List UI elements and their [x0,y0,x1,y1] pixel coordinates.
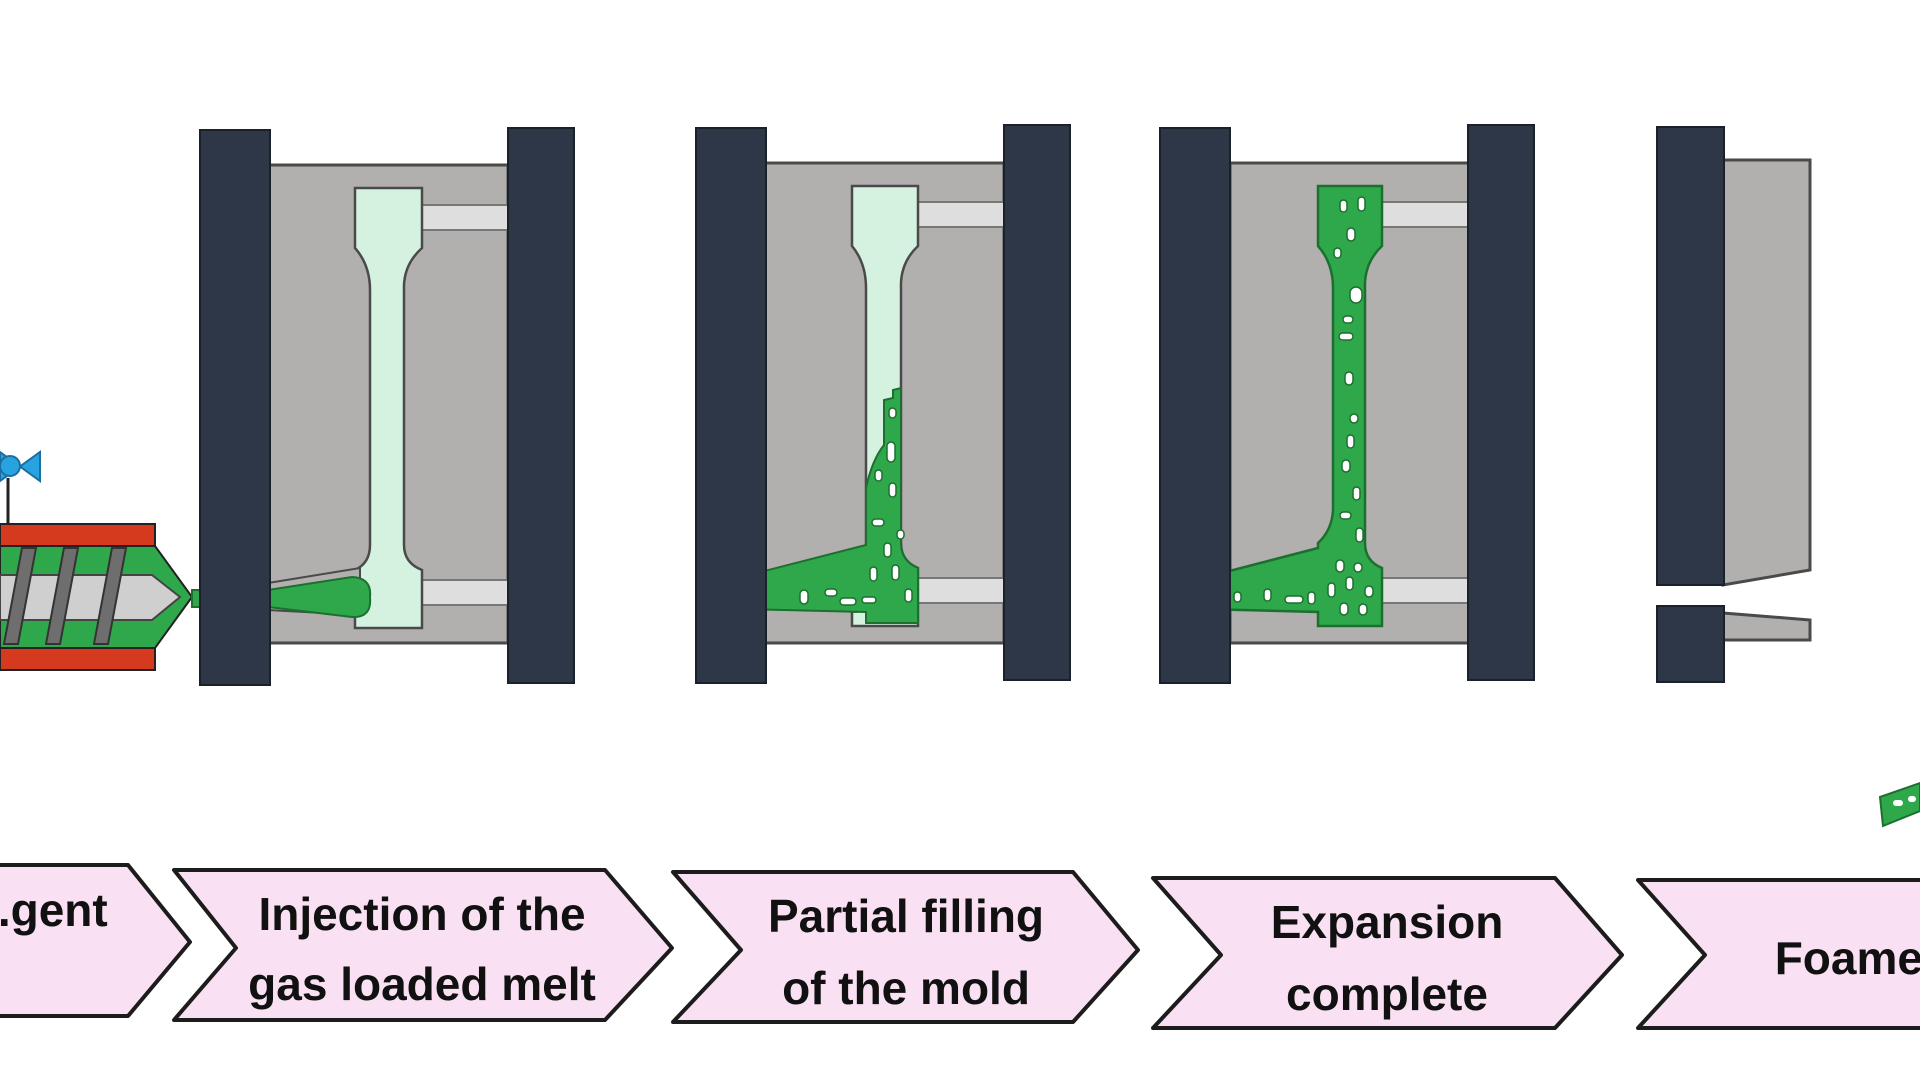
step-label-line-2: gas loaded melt [248,958,596,1010]
step-label-line-1: Injection of the [258,888,585,940]
ejected-foam-part [1878,781,1920,828]
step-arrow-partial-filling: Partial filling of the mold [671,870,1140,1024]
step-label-line-1: ...gent [0,884,108,936]
step-label-line-1: Partial filling [768,890,1044,942]
extruder-screw-icon [2,547,128,645]
mold-rail-bottom [1381,577,1471,604]
mold-half-upper [1721,158,1812,587]
barrel-bottom-wall [0,647,156,671]
step-arrow-gas-agent: ...gent [0,863,192,1018]
step-arrow-injection: Injection of the gas loaded melt [172,868,674,1022]
step-label-line-1: Expansion [1271,896,1504,948]
mold-rail-top [419,204,509,231]
mold-half-lower [1721,611,1812,642]
mold-rail-bottom [419,579,509,606]
mold-stage-injection [199,127,575,686]
step-label-line-2: complete [1286,968,1488,1020]
melt-front [267,575,372,619]
mold-stage-expansion [1159,124,1535,684]
clamp-plate-left [695,127,767,684]
clamp-plate-right [1003,124,1071,681]
gas-bubbles [1175,196,1374,616]
foam-part-full [1162,184,1384,628]
valve-icon [0,450,41,524]
barrel-top-wall [0,523,156,547]
mold-rail-top [1381,201,1471,228]
process-steps: ...gent Injection of the gas loaded melt… [0,863,1920,1030]
screw-shaft [0,574,182,621]
step-label-line-1: Foame... [1775,932,1920,984]
mold-stage-partial-fill [695,124,1071,684]
clamp-plate-left [1159,127,1231,684]
step-arrow-expansion: Expansion complete [1151,876,1624,1030]
step-label-line-2: of the mold [782,962,1030,1014]
clamp-plate-lower [1656,605,1725,683]
foam-melt-partial [697,386,919,624]
step-arrow-foamed-part: Foame... [1636,878,1920,1030]
mold-cavity [353,186,424,630]
clamp-plate-right [1467,124,1535,681]
clamp-plate-left [199,129,271,686]
clamp-plate-right [507,127,575,684]
clamp-plate-upper [1656,126,1725,586]
mold-stage-opened [1656,126,1920,828]
mold-rail-bottom [915,577,1005,604]
mold-rail-top [915,201,1005,228]
